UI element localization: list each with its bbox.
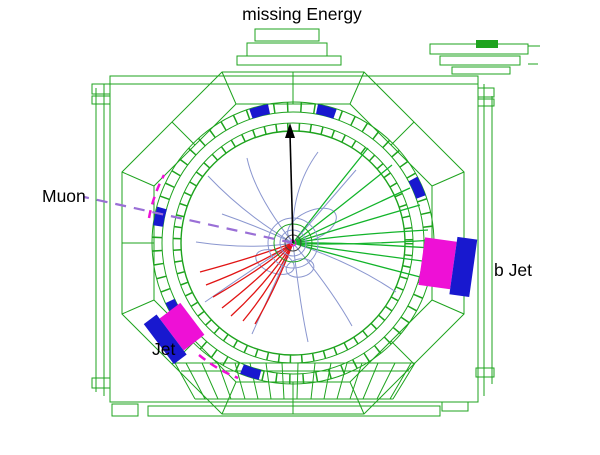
bottom-endcap-fan — [174, 362, 416, 400]
magenta-dashed-arcs — [147, 174, 239, 380]
missing-energy-label: missing Energy — [242, 4, 362, 24]
b-jet-deposit — [418, 236, 478, 298]
missing-energy-arrow — [285, 123, 295, 244]
b-jet-deposit-magenta — [418, 237, 457, 290]
green-tracks — [292, 147, 435, 279]
top-right-assembly — [429, 40, 540, 75]
red-tracks — [199, 242, 294, 325]
jet-deposit — [143, 302, 205, 365]
jet-label: Jet — [152, 339, 175, 359]
jet-deposit-magenta — [159, 302, 205, 351]
muon-label: Muon — [42, 186, 86, 206]
detector-frame — [91, 75, 495, 417]
muon-track — [83, 195, 294, 245]
b-jet-deposit-blue — [449, 236, 478, 298]
top-chimney — [236, 28, 342, 66]
b-jet-label: b Jet — [494, 260, 532, 280]
jet-deposit-blue — [143, 314, 187, 365]
inner-tracks — [195, 147, 435, 343]
blue-tracks — [195, 151, 397, 343]
